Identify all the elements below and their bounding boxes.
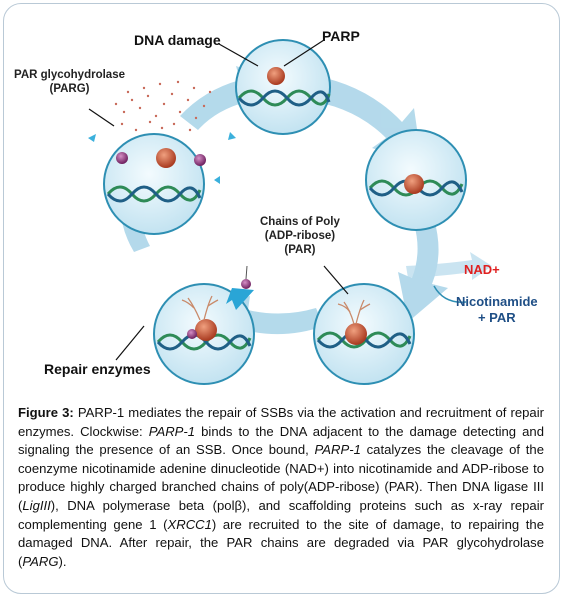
par-chains-right <box>337 299 371 325</box>
label-parp: PARP <box>322 28 360 44</box>
caption-text-6: ). <box>58 553 67 569</box>
dna-helix-top <box>237 89 331 107</box>
label-repair-enzymes: Repair enzymes <box>44 361 151 377</box>
caption-text-4: ), DNA polymerase beta (polβ), and scaff… <box>18 497 544 532</box>
caption-italic-5: PARG <box>22 553 59 569</box>
label-pointers <box>88 39 467 361</box>
label-chains-line3: (PAR) <box>284 243 316 256</box>
circle-right <box>365 129 467 231</box>
caption-text-1: PARP-1 mediates the repair of SSBs via t… <box>18 405 544 439</box>
nad-curve <box>433 285 467 303</box>
label-parg-line2: (PARG) <box>49 82 90 95</box>
caption-figure-label: Figure 3: <box>18 405 74 420</box>
figure-frame: DNA damage PARP PAR glycohydrolase (PARG… <box>3 3 560 594</box>
repair-enzyme-1 <box>116 152 128 164</box>
circle-bottom-left <box>153 265 255 385</box>
parp-cycle-diagram <box>88 39 492 385</box>
label-nicotinamide-line2: + PAR <box>477 309 516 325</box>
par-chains-left <box>181 295 219 321</box>
fragment-arrowheads <box>88 132 236 184</box>
pointer-parg <box>88 108 115 127</box>
figure-caption: Figure 3: PARP-1 mediates the repair of … <box>18 404 544 571</box>
label-parg-line1: PAR glycohydrolase <box>14 69 125 81</box>
dna-helix-left <box>106 185 202 203</box>
caption-text-5: ) are recruited to the site of damage, t… <box>18 516 544 569</box>
pointer-parp <box>283 39 325 67</box>
pointer-dna-damage <box>218 43 259 67</box>
label-chains-of-poly: Chains of Poly (ADP-ribose) (PAR) <box>260 216 340 257</box>
pointer-chains <box>323 265 349 295</box>
caption-text-3: catalyzes the cleavage of the coenzyme n… <box>18 442 544 513</box>
nad-arrow <box>406 252 492 280</box>
parp-protein <box>267 67 285 85</box>
label-chains-line2: (ADP-ribose) <box>264 229 336 242</box>
repair-enzyme-small <box>187 329 197 339</box>
recruit-arrow <box>226 288 254 310</box>
label-nicotinamide-line1: Nicotinamide <box>456 294 538 309</box>
circle-bottom-right <box>313 283 415 385</box>
circle-left <box>103 133 206 235</box>
caption-italic-3: LigIII <box>22 497 51 513</box>
parp-protein-bound <box>404 174 424 194</box>
label-dna-damage: DNA damage <box>134 32 221 48</box>
repair-enzyme-2 <box>194 154 206 166</box>
label-chains-line1: Chains of Poly <box>260 216 340 228</box>
label-parg: PAR glycohydrolase (PARG) <box>14 69 125 97</box>
caption-text-2: binds to the DNA adjacent to the damage … <box>18 423 544 458</box>
par-fragments <box>114 80 212 132</box>
dna-helix-bottom-left <box>156 333 252 351</box>
circle-top <box>235 39 331 135</box>
label-nad: NAD+ <box>464 262 500 277</box>
caption-italic-1: PARP-1 <box>148 423 196 439</box>
caption-italic-4: XRCC1 <box>167 516 212 532</box>
dna-helix-bottom-right <box>316 331 412 349</box>
pointer-repair-enzymes <box>115 325 145 361</box>
label-nicotinamide: Nicotinamide + PAR <box>456 294 538 325</box>
caption-italic-2: PARP-1 <box>314 442 361 458</box>
